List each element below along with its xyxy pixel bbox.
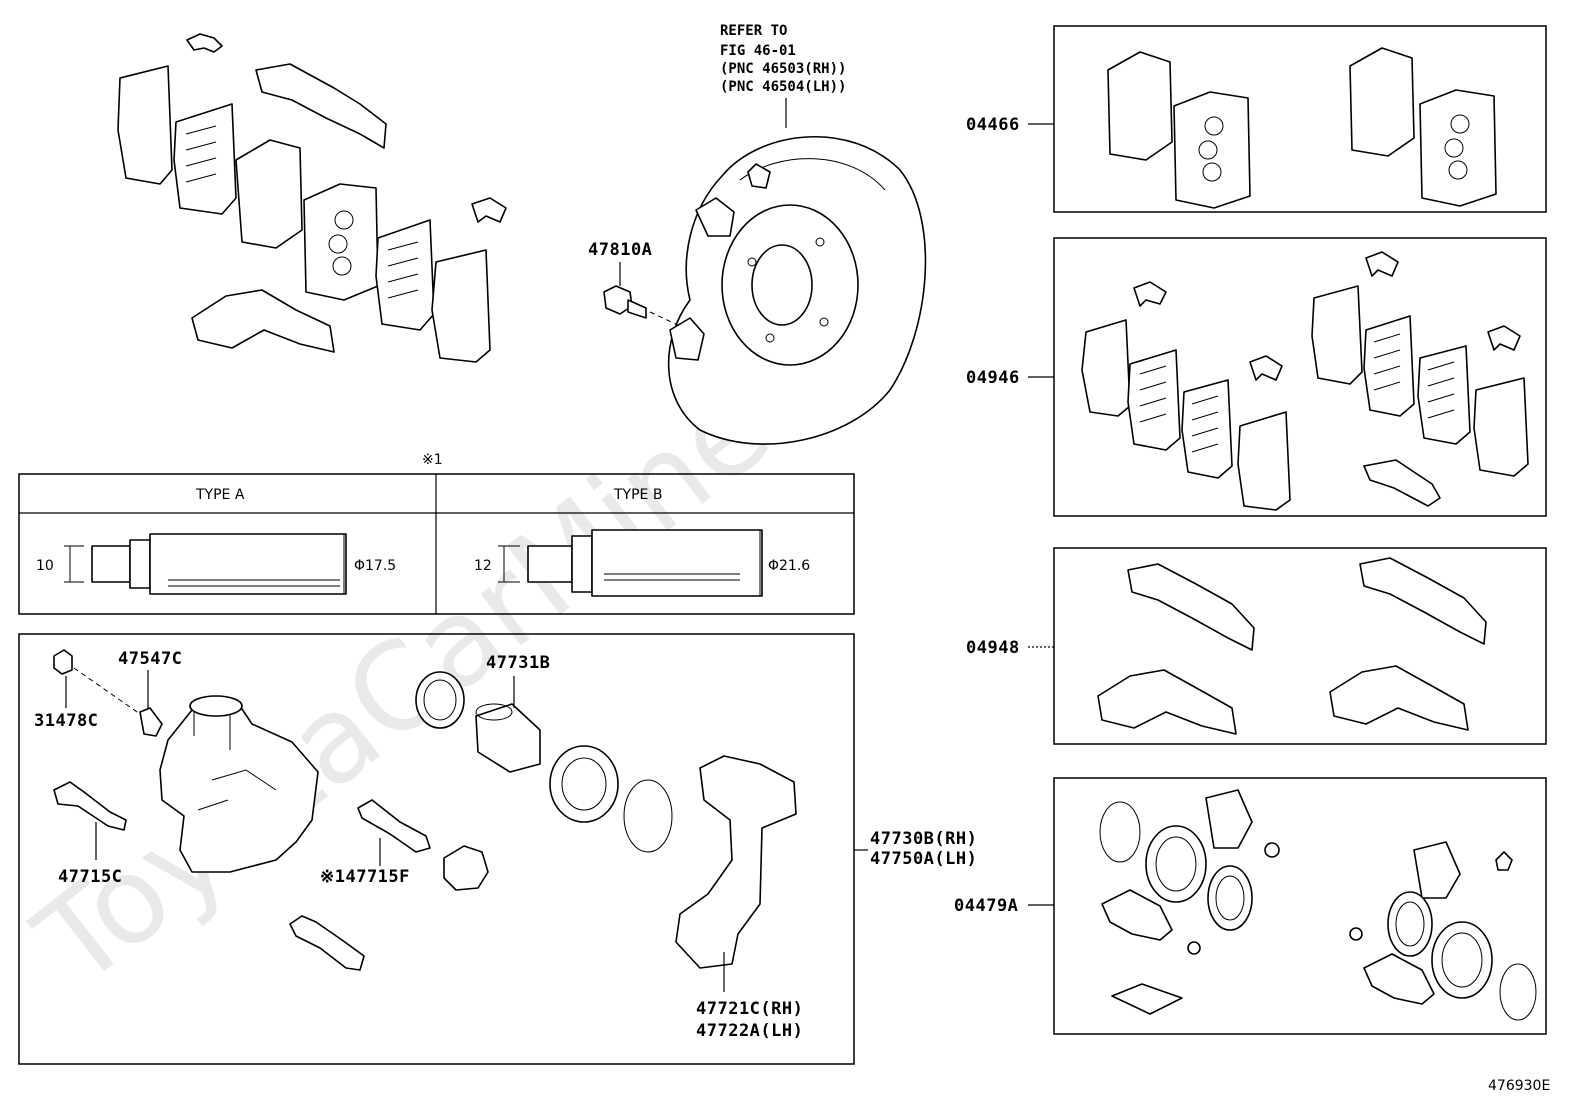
label-47730B: 47730B(RH) [870, 829, 977, 849]
label-47750A: 47750A(LH) [870, 849, 977, 869]
label-04948: 04948 [966, 638, 1020, 658]
pad-illustration [235, 139, 303, 249]
kit-box-04466 [1053, 25, 1547, 213]
caliper-parts [53, 649, 797, 992]
spring-clip-illustration [255, 63, 387, 149]
label-47731B: 47731B [486, 653, 550, 673]
type-a-dim-right: Φ17.5 [354, 558, 396, 574]
kit-04479A-seals [1099, 789, 1537, 1021]
refer-line-4: (PNC 46504(LH)) [720, 79, 846, 95]
dimension-table: TYPE A TYPE B 10 Φ17.5 12 [18, 473, 855, 615]
type-b-dim-right: Φ21.6 [768, 558, 810, 574]
type-b-dim-left: 12 [474, 558, 492, 574]
refer-note: REFER TO FIG 46-01 (PNC 46503(RH)) (PNC … [720, 23, 846, 128]
shim-illustration [117, 65, 173, 185]
label-47722A: 47722A(LH) [696, 1021, 803, 1041]
plate-illustration-2 [375, 219, 435, 331]
clip-illustration-2 [471, 197, 507, 223]
clip-illustration [186, 33, 223, 53]
pad-backing-illustration [303, 183, 379, 301]
label-47715C: 47715C [58, 867, 122, 887]
kit-box-04479A [1053, 777, 1547, 1035]
kit-04946-shims [1081, 251, 1529, 511]
top-left-pad-assembly [117, 33, 507, 363]
type-a-pin-illustration [64, 533, 347, 595]
backing-plate-illustration [667, 135, 927, 445]
plate-illustration [173, 103, 237, 215]
refer-line-2: FIG 46-01 [720, 43, 796, 59]
table-note: ※1 [422, 452, 443, 468]
shim-illustration-2 [431, 249, 491, 363]
label-47715F: ※147715F [320, 867, 410, 887]
refer-line-1: REFER TO [720, 23, 787, 39]
caliper-box [18, 633, 855, 1065]
refer-line-3: (PNC 46503(RH)) [720, 61, 846, 77]
label-47547C: 47547C [118, 649, 182, 669]
bolt-47810A-illustration [603, 262, 681, 327]
kit-box-04948 [1053, 547, 1547, 745]
type-a-dim-left: 10 [36, 558, 54, 574]
figure-id: 476930E [1488, 1078, 1550, 1094]
label-04466: 04466 [966, 115, 1020, 135]
label-47810A: 47810A [588, 240, 652, 260]
label-04479A: 04479A [954, 896, 1018, 916]
spring-clip-illustration-2 [191, 289, 335, 353]
label-47721C: 47721C(RH) [696, 999, 803, 1019]
type-b-pin-illustration [498, 529, 763, 597]
type-a-header: TYPE A [195, 487, 245, 503]
kit-04466-pads [1107, 47, 1497, 209]
label-31478C: 31478C [34, 711, 98, 731]
label-04946: 04946 [966, 368, 1020, 388]
kit-04948-springs [1097, 557, 1487, 735]
type-b-header: TYPE B [613, 487, 662, 503]
